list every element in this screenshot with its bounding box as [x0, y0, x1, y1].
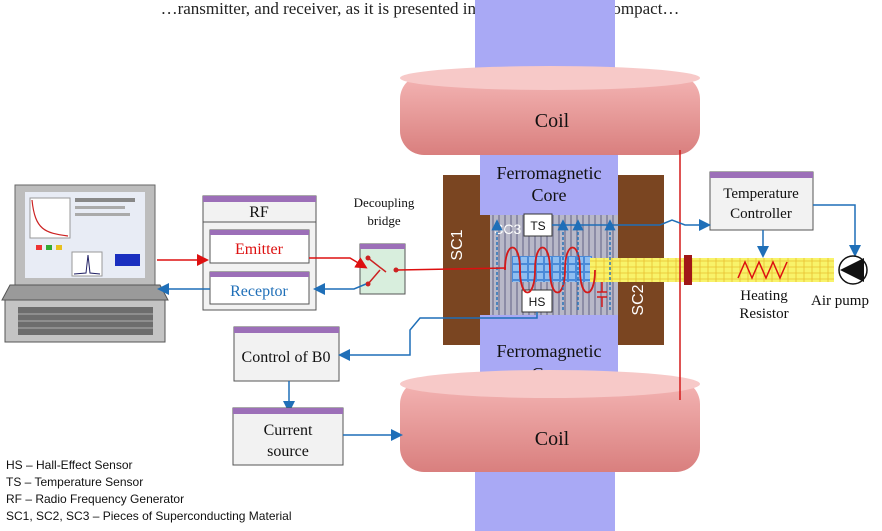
rf-label: RF — [249, 204, 269, 221]
heating-label-1: Heating — [740, 288, 788, 304]
receptor-label: Receptor — [230, 283, 288, 300]
wire-hs-control — [338, 312, 538, 361]
emitter-label: Emitter — [235, 241, 284, 258]
computer-icon — [1, 184, 169, 343]
legend-item: SC1, SC2, SC3 – Pieces of Superconductin… — [6, 509, 292, 523]
air-pump-label: Air pump — [811, 293, 869, 309]
coil-bottom-label: Coil — [535, 428, 570, 450]
ferromagnetic-core-top — [480, 155, 618, 215]
control-b0-label: Control of B0 — [242, 349, 331, 366]
legend-item: TS – Temperature Sensor — [6, 475, 143, 489]
rf-block: RF Emitter Receptor — [202, 195, 317, 311]
rf-coil — [504, 246, 596, 294]
core-top-label-2: Core — [532, 185, 567, 205]
capacitor-icon — [597, 282, 607, 307]
coil-bottom: Coil — [400, 370, 700, 472]
temp-ctrl-label-1: Temperature — [723, 186, 799, 202]
core-top-label-1: Ferromagnetic — [497, 163, 602, 183]
wire-emitter-bridge — [309, 257, 368, 269]
decoupling-label-2: bridge — [367, 213, 400, 228]
heating-label-2: Resistor — [739, 306, 788, 322]
wire-ts-controller — [552, 219, 711, 231]
current-label-2: source — [267, 443, 309, 460]
temp-ctrl-label-2: Controller — [730, 206, 792, 222]
legend-item: RF – Radio Frequency Generator — [6, 492, 184, 506]
air-tube — [590, 258, 834, 282]
decoupling-label-1: Decoupling — [354, 195, 415, 210]
core-bottom-label-1: Ferromagnetic — [497, 341, 602, 361]
wire-bridge-coil — [397, 267, 507, 271]
legend: HS – Hall-Effect Sensor TS – Temperature… — [6, 458, 292, 523]
coil-top: Coil — [400, 66, 700, 155]
sc2-label: SC2 — [630, 284, 647, 315]
wire-controller-pump — [813, 204, 861, 257]
air-pump-icon — [838, 255, 868, 285]
control-b0-box: Control of B0 — [233, 326, 340, 382]
sc1-label: SC1 — [449, 229, 466, 260]
legend-item: HS – Hall-Effect Sensor — [6, 458, 133, 472]
current-label-1: Current — [264, 422, 313, 439]
switch-icon — [359, 243, 406, 295]
temperature-controller: Temperature Controller — [709, 171, 814, 231]
heating-resistor-icon — [737, 260, 788, 280]
tube-end-cap — [684, 255, 692, 285]
ts-label: TS — [530, 219, 545, 233]
sc3-label: SC3 — [494, 221, 521, 237]
wire-bridge-receptor — [313, 283, 367, 295]
coil-top-label: Coil — [535, 110, 570, 132]
current-source-box: Current source — [232, 407, 344, 466]
hs-label: HS — [529, 295, 546, 309]
